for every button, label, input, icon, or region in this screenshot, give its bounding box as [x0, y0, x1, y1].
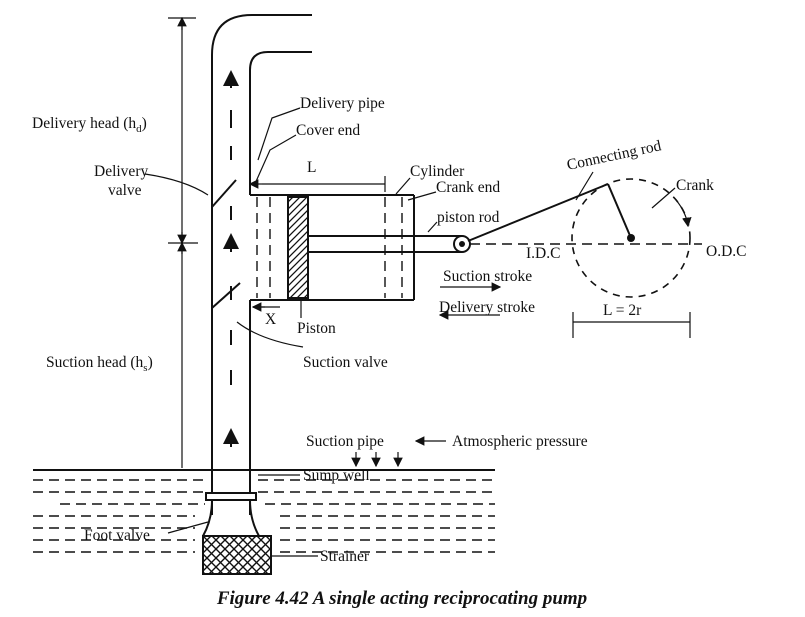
- stroke-length-dimension: [572, 312, 691, 338]
- atmospheric-arrows: [351, 436, 446, 468]
- length-label: L: [307, 159, 316, 176]
- strainer: [202, 535, 272, 575]
- delivery-pipe-label: Delivery pipe: [300, 95, 385, 112]
- delivery-valve: [211, 179, 237, 208]
- cover-end-label: Cover end: [296, 122, 360, 139]
- delivery-valve-label-2: valve: [108, 182, 142, 199]
- delivery-head-label: Delivery head (hd): [32, 115, 147, 135]
- stroke-length-label: L = 2r: [603, 302, 642, 319]
- crank-label: Crank: [676, 177, 714, 194]
- delivery-valve-label-1: Delivery: [94, 163, 148, 180]
- foot-valve-label: Foot valve: [84, 527, 150, 544]
- suction-valve: [211, 282, 241, 309]
- piston-rod: [308, 235, 471, 253]
- suction-pipe-label: Suction pipe: [306, 433, 384, 450]
- cylinder: [248, 176, 415, 312]
- suction-head-label: Suction head (hs): [46, 354, 153, 374]
- leader-lines: [144, 107, 676, 476]
- foot-valve: [202, 492, 260, 537]
- piston-label: Piston: [297, 320, 336, 337]
- strainer-label: Strainer: [320, 548, 370, 565]
- sump-water: [33, 469, 495, 553]
- head-dimension: [168, 16, 198, 468]
- crank-mechanism: [467, 178, 702, 298]
- x-mark-label: X: [265, 311, 276, 328]
- idc-label: I.D.C: [526, 245, 560, 262]
- delivery-stroke-label: Delivery stroke: [439, 299, 535, 316]
- odc-label: O.D.C: [706, 243, 746, 260]
- pipe: [211, 14, 312, 515]
- suction-valve-label: Suction valve: [303, 354, 388, 371]
- piston-rod-label: piston rod: [437, 209, 500, 226]
- foot-valve-leader: [167, 521, 318, 557]
- crank-end-label: Crank end: [436, 179, 500, 196]
- stroke-arrows: [438, 282, 502, 320]
- suction-stroke-label: Suction stroke: [443, 268, 532, 285]
- piston: [287, 196, 309, 299]
- figure-caption: Figure 4.42 A single acting reciprocatin…: [216, 588, 587, 609]
- sump-well-label: Sump well: [303, 467, 370, 484]
- connecting-rod-label: Connecting rod: [565, 137, 663, 174]
- cylinder-label: Cylinder: [410, 163, 465, 180]
- atmospheric-pressure-label: Atmospheric pressure: [452, 433, 588, 450]
